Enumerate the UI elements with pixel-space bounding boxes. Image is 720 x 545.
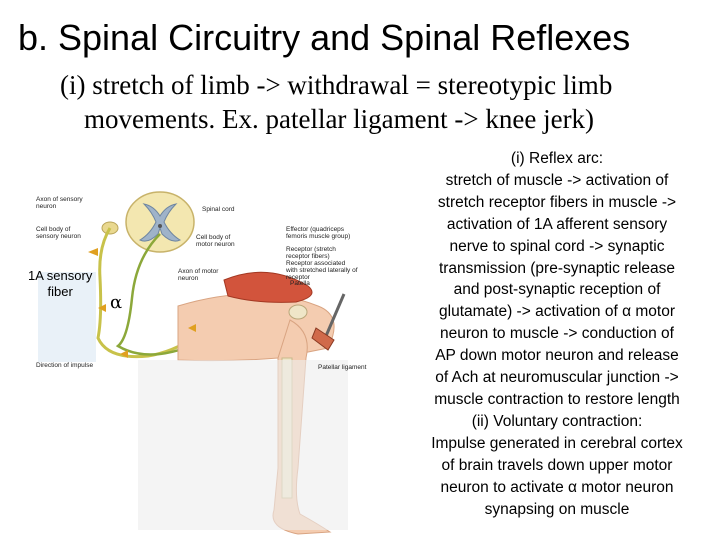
text-line: AP down motor neuron and release bbox=[435, 347, 679, 365]
slide-subtitle: (i) stretch of limb -> withdrawal = ster… bbox=[60, 68, 700, 136]
alpha-motor-symbol: α bbox=[110, 292, 123, 313]
text-line: activation of 1A afferent sensory bbox=[446, 215, 668, 233]
label-spinal-cord: Spinal cord bbox=[202, 206, 235, 213]
slide-title: b. Spinal Circuitry and Spinal Reflexes bbox=[18, 17, 631, 58]
label-patella: Patella bbox=[290, 280, 310, 287]
text-line: muscle contraction to restore length bbox=[434, 390, 680, 408]
text-line: and post-synaptic reception of bbox=[453, 281, 661, 299]
reflex-explanation-text: (i) Reflex arc: stretch of muscle -> act… bbox=[404, 148, 710, 520]
label-cell-body-motor: Cell body of motor neuron bbox=[196, 234, 235, 248]
sensory-fiber-label-line-2: fiber bbox=[47, 284, 73, 299]
reflex-hammer-icon bbox=[311, 293, 346, 351]
text-line: stretch receptor fibers in muscle -> bbox=[437, 193, 677, 211]
text-line: glutamate) -> activation of α motor bbox=[439, 303, 675, 321]
text-line: neuron to activate α motor neuron bbox=[440, 478, 674, 496]
text-line: Impulse generated in cerebral cortex bbox=[431, 434, 683, 452]
sensory-fiber-label: 1A sensory fiber bbox=[28, 268, 92, 300]
text-line: transmission (pre-synaptic release bbox=[438, 259, 676, 277]
leg-illustration bbox=[138, 271, 348, 535]
text-line: stretch of muscle -> activation of bbox=[445, 171, 669, 189]
reflex-arc-drawing bbox=[38, 191, 348, 535]
label-cell-body-sensory: Cell body of sensory neuron bbox=[36, 226, 81, 240]
label-receptor-stretch: Receptor (stretch receptor fibers) bbox=[286, 246, 336, 260]
text-line: (i) Reflex arc: bbox=[510, 150, 604, 167]
label-effector: Effector (quadriceps femoris muscle grou… bbox=[286, 226, 351, 240]
spinal-cord-cross-section bbox=[101, 191, 195, 253]
label-axon-motor: Axon of motor neuron bbox=[178, 268, 219, 282]
text-line: neuron to muscle -> conduction of bbox=[440, 325, 674, 343]
label-axon-sensory: Axon of sensory neuron bbox=[36, 196, 83, 210]
text-line: synapsing on muscle bbox=[484, 500, 630, 518]
text-line: (ii) Voluntary contraction: bbox=[471, 412, 643, 430]
impulse-direction-arrows bbox=[88, 248, 196, 358]
background-panel bbox=[38, 272, 96, 362]
label-patellar-ligament: Patellar ligament bbox=[318, 364, 367, 371]
text-line: nerve to spinal cord -> synaptic bbox=[449, 237, 665, 255]
sensory-fiber-label-line-1: 1A sensory bbox=[28, 268, 93, 283]
label-direction-impulse: Direction of impulse bbox=[36, 362, 94, 369]
reflex-arc-illustration: 1A sensory fiber α Axon of sensory neuro… bbox=[28, 188, 400, 540]
text-line: of Ach at neuromuscular junction -> bbox=[435, 369, 679, 387]
label-receptor-associated: Receptor associated with stretched later… bbox=[286, 260, 358, 281]
text-line: of brain travels down upper motor bbox=[441, 456, 673, 474]
subtitle-line-1: (i) stretch of limb -> withdrawal = ster… bbox=[60, 70, 613, 100]
subtitle-line-2: movements. Ex. patellar ligament -> knee… bbox=[84, 104, 595, 134]
